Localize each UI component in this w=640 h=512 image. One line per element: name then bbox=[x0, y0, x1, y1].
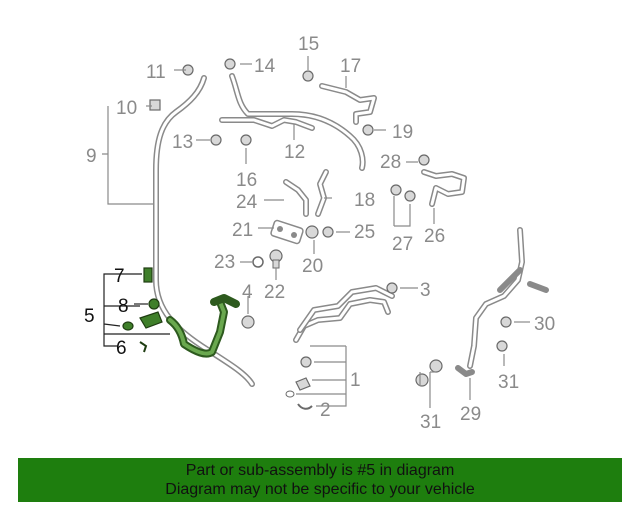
callout-30: 30 bbox=[534, 314, 555, 335]
callout-10: 10 bbox=[116, 98, 137, 119]
clamp-27a bbox=[390, 184, 402, 196]
callout-3: 3 bbox=[420, 280, 431, 301]
fitting-22 bbox=[269, 249, 283, 269]
clamp-14 bbox=[224, 58, 236, 70]
clamp-3 bbox=[386, 282, 398, 294]
info-banner: Part or sub-assembly is #5 in diagram Di… bbox=[18, 458, 622, 502]
clamp-20 bbox=[305, 225, 319, 239]
callout-26: 26 bbox=[424, 226, 445, 247]
callout-14: 14 bbox=[254, 56, 276, 77]
callout-6: 6 bbox=[116, 338, 127, 359]
coolant-hose-upper bbox=[219, 73, 366, 171]
callout-15: 15 bbox=[298, 34, 319, 55]
callout-18: 18 bbox=[354, 190, 375, 211]
washer-23 bbox=[252, 256, 264, 268]
clamp-28 bbox=[418, 154, 430, 166]
clip-10 bbox=[149, 99, 161, 111]
callout-24: 24 bbox=[236, 192, 258, 213]
coolant-hose-17 bbox=[319, 83, 377, 125]
coolant-pipe-1 bbox=[293, 285, 395, 343]
clamp-30 bbox=[500, 316, 512, 328]
oring-5 bbox=[122, 321, 134, 331]
connector-5 bbox=[139, 311, 163, 329]
callout-28: 28 bbox=[380, 152, 401, 173]
callout-21: 21 bbox=[232, 220, 253, 241]
banner-line-2: Diagram may not be specific to your vehi… bbox=[165, 481, 475, 498]
callout-19: 19 bbox=[392, 122, 413, 143]
callout-1: 1 bbox=[350, 370, 361, 391]
callout-2: 2 bbox=[320, 400, 331, 421]
leader-lines bbox=[102, 56, 530, 408]
callout-31-right: 31 bbox=[498, 372, 519, 393]
clip-2 bbox=[297, 403, 313, 410]
coolant-hose-long bbox=[153, 75, 255, 387]
clamp-4 bbox=[241, 315, 255, 329]
clip-7 bbox=[143, 267, 153, 283]
callout-9: 9 bbox=[86, 146, 97, 167]
callout-22: 22 bbox=[264, 282, 285, 303]
hose-26 bbox=[421, 169, 467, 207]
callout-17: 17 bbox=[340, 56, 361, 77]
clamp-31b bbox=[496, 340, 508, 352]
callout-5: 5 bbox=[84, 306, 95, 327]
hose-24 bbox=[283, 179, 309, 217]
gasket-21 bbox=[270, 219, 304, 245]
highlighted-part-5 bbox=[166, 294, 240, 358]
callout-11: 11 bbox=[146, 62, 166, 83]
callout-25: 25 bbox=[354, 222, 375, 243]
clamp-8 bbox=[148, 298, 160, 310]
hose-18 bbox=[315, 169, 329, 217]
callout-27: 27 bbox=[392, 234, 413, 255]
callout-29: 29 bbox=[460, 404, 481, 425]
coolant-pipe-29 bbox=[455, 227, 549, 377]
clip-6 bbox=[139, 341, 148, 353]
parts-diagram: 1 2 3 4 5 6 7 8 9 10 11 12 13 14 15 16 1… bbox=[84, 34, 555, 433]
clamp-13 bbox=[210, 134, 222, 146]
clamp-16 bbox=[240, 134, 252, 146]
callout-13: 13 bbox=[172, 132, 193, 153]
callout-20: 20 bbox=[302, 256, 323, 277]
callout-16: 16 bbox=[236, 170, 257, 191]
clamp-27b bbox=[404, 190, 416, 202]
clamp-19 bbox=[362, 124, 374, 136]
connector-1a bbox=[285, 356, 312, 398]
callout-4: 4 bbox=[242, 282, 253, 303]
callout-8: 8 bbox=[118, 296, 129, 317]
clamp-25 bbox=[322, 226, 334, 238]
callout-31-left: 31 bbox=[420, 412, 441, 433]
leader-lines-5 bbox=[103, 273, 170, 347]
callout-12: 12 bbox=[284, 142, 305, 163]
banner-line-1: Part or sub-assembly is #5 in diagram bbox=[185, 462, 455, 479]
clamp-31a bbox=[415, 359, 443, 387]
callout-7: 7 bbox=[114, 266, 125, 287]
clamp-15 bbox=[302, 70, 314, 82]
callout-23: 23 bbox=[214, 252, 235, 273]
